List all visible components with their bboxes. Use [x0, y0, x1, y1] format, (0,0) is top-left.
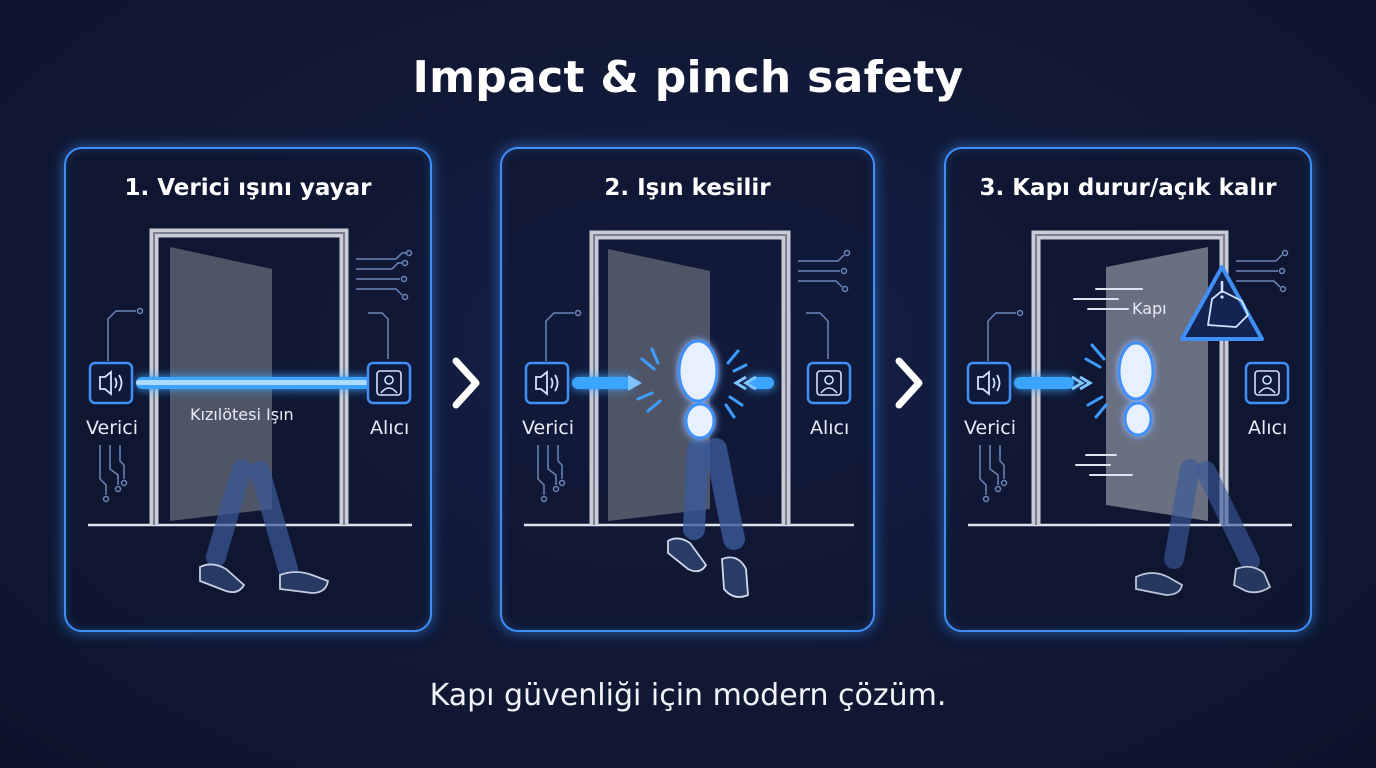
step-2-scene	[524, 230, 854, 598]
speaker-icon	[966, 361, 1012, 405]
receiver-label: Alıcı	[1248, 417, 1288, 439]
receiver-label: Alıcı	[370, 417, 410, 439]
page-caption: Kapı güvenliği için modern çözüm.	[429, 678, 947, 713]
circuit-decoration-left	[979, 309, 1024, 503]
page-title: Impact & pinch safety	[412, 52, 964, 103]
circuit-decoration-left	[99, 307, 144, 503]
emitter-label: Verici	[964, 417, 1017, 439]
door-label: Kapı	[1132, 299, 1167, 318]
step-panel-1: 1. Verici ışını yayar	[64, 147, 432, 632]
door-leaf-stopped	[1106, 247, 1208, 521]
door-leaf	[608, 249, 710, 521]
motion-lines	[1073, 288, 1143, 476]
emitter-label: Verici	[86, 417, 139, 439]
interrupted-beam-right	[733, 375, 774, 391]
step-1-scene	[88, 228, 413, 594]
step-panel-3: 3. Kapı durur/açık kalır	[944, 147, 1312, 632]
footprint-icon	[1117, 341, 1155, 437]
stopped-beam	[1014, 375, 1093, 391]
speaker-icon	[88, 361, 134, 405]
person-icon	[1244, 361, 1290, 405]
footprint-icon	[677, 339, 719, 440]
walking-person-legs	[199, 459, 330, 594]
impact-sparks	[636, 347, 748, 419]
step-1-title: 1. Verici ışını yayar	[124, 175, 372, 201]
person-icon	[366, 361, 412, 405]
impact-sparks	[1084, 343, 1108, 419]
step-2-title: 2. Işın kesilir	[604, 175, 771, 201]
circuit-decoration-right	[356, 249, 413, 359]
emitter-label: Verici	[522, 417, 575, 439]
person-icon	[806, 361, 852, 405]
circuit-decoration-right	[1236, 249, 1289, 293]
walking-person-legs	[1135, 459, 1272, 596]
circuit-decoration-right	[798, 249, 851, 359]
beam-label: Kızılötesi Işın	[190, 405, 294, 424]
walking-person-legs	[667, 438, 749, 598]
pinch-warning-icon	[1180, 265, 1264, 341]
speaker-icon	[524, 361, 570, 405]
circuit-decoration-left	[537, 309, 582, 503]
chevron-right-icon	[452, 357, 480, 409]
step-3-title: 3. Kapı durur/açık kalır	[979, 175, 1277, 201]
chevron-right-icon	[895, 357, 923, 409]
step-panel-2: 2. Işın kesilir	[500, 147, 875, 632]
step-3-scene	[966, 230, 1292, 596]
interrupted-beam-left	[572, 375, 642, 391]
receiver-label: Alıcı	[810, 417, 850, 439]
